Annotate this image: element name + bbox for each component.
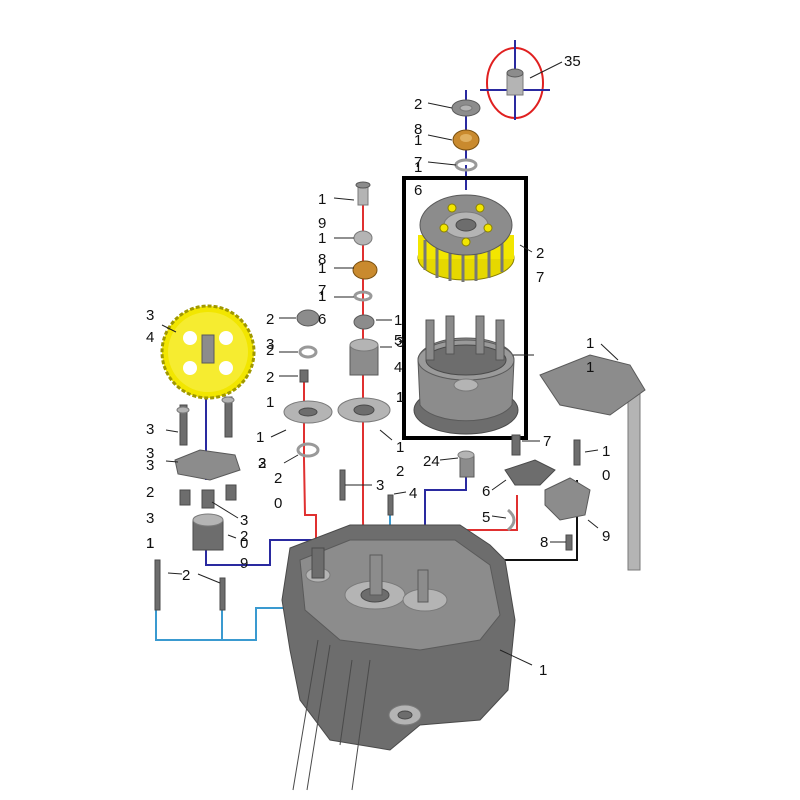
callout-1: 1	[586, 359, 594, 376]
callout-3: 3	[146, 421, 154, 438]
callout-1: 1	[396, 389, 404, 406]
callout-3: 3	[146, 457, 154, 474]
yellow-gear	[160, 304, 256, 400]
callout-3: 3	[146, 510, 154, 527]
callout-5: 5	[482, 509, 490, 526]
clutch-top-stack	[451, 99, 481, 478]
left-shaft-stack	[283, 309, 333, 458]
callout-6: 6	[482, 483, 490, 500]
callout-7: 7	[543, 433, 551, 450]
clutch-plate-stripes	[423, 240, 504, 282]
callout-4: 4	[394, 359, 402, 376]
callout-9: 9	[318, 215, 326, 232]
callout-2: 2	[182, 567, 190, 584]
callout-1: 1	[396, 439, 404, 456]
callout-1: 1	[586, 335, 594, 352]
callout-2: 2	[240, 528, 248, 545]
callout-2: 2	[536, 245, 544, 262]
callout-1: 1	[266, 394, 274, 411]
callout-8: 8	[318, 251, 326, 268]
callout-2: 2	[266, 369, 274, 386]
clutch-pack	[417, 194, 515, 282]
callout-8: 8	[540, 534, 548, 551]
callout-9: 9	[602, 528, 610, 545]
callout-1: 1	[146, 535, 154, 552]
clutch-highlight-box	[402, 176, 528, 440]
callout-2: 2	[414, 96, 422, 113]
callout-1: 1	[396, 389, 404, 406]
leader-lines	[161, 61, 619, 666]
callout-1: 1	[318, 230, 326, 247]
callout-5: 5	[394, 332, 402, 349]
callout-1: 1	[318, 260, 326, 277]
callout-6: 6	[318, 311, 326, 328]
callout-4: 4	[146, 329, 154, 346]
callout-3: 3	[146, 307, 154, 324]
shift-mechanism	[339, 354, 646, 571]
callout-3: 3	[146, 445, 154, 462]
callout-3: 3	[376, 477, 384, 494]
callout-labels: 35 2 8 1 7 1 6 2 7 1 9 1 8 1 7 1 2 6 2 2…	[146, 53, 610, 679]
callout-35: 35	[564, 53, 581, 70]
callout-1: 1	[146, 535, 154, 552]
callout-1: 1	[602, 443, 610, 460]
callout-7: 7	[414, 154, 422, 171]
callout-6: 6	[414, 182, 422, 199]
callout-1: 1	[414, 132, 422, 149]
clutch-spring-bosses	[439, 203, 493, 247]
clutch-basket	[413, 315, 519, 435]
crankcase	[281, 524, 516, 791]
callout-2: 2	[266, 342, 274, 359]
callout-3: 3	[240, 512, 248, 529]
callout-3: 3	[396, 334, 404, 351]
callout-4: 4	[409, 485, 417, 502]
callout-2: 2	[258, 455, 266, 472]
callout-1: 1	[539, 662, 547, 679]
callout-0: 0	[240, 535, 248, 552]
callout-8: 8	[414, 121, 422, 138]
callout-1: 1	[394, 312, 402, 329]
callout-24: 24	[423, 453, 440, 470]
callout-0: 0	[602, 467, 610, 484]
callout-7: 7	[318, 282, 326, 299]
callout-0: 0	[274, 495, 282, 512]
callout-1: 1	[318, 288, 326, 305]
red-route-left	[303, 380, 317, 580]
callout-1: 1	[256, 429, 264, 446]
callout-1: 1	[318, 191, 326, 208]
callout-2: 2	[266, 311, 274, 328]
part-35-highlight	[480, 40, 550, 120]
callout-3: 3	[266, 336, 274, 353]
callout-2: 2	[274, 470, 282, 487]
callout-9: 9	[240, 555, 248, 572]
callout-7: 7	[536, 269, 544, 286]
oil-pump-group	[154, 396, 241, 611]
callout-2: 2	[396, 463, 404, 480]
callout-3: 3	[258, 455, 266, 472]
callout-2: 2	[146, 484, 154, 501]
callout-1: 1	[414, 159, 422, 176]
